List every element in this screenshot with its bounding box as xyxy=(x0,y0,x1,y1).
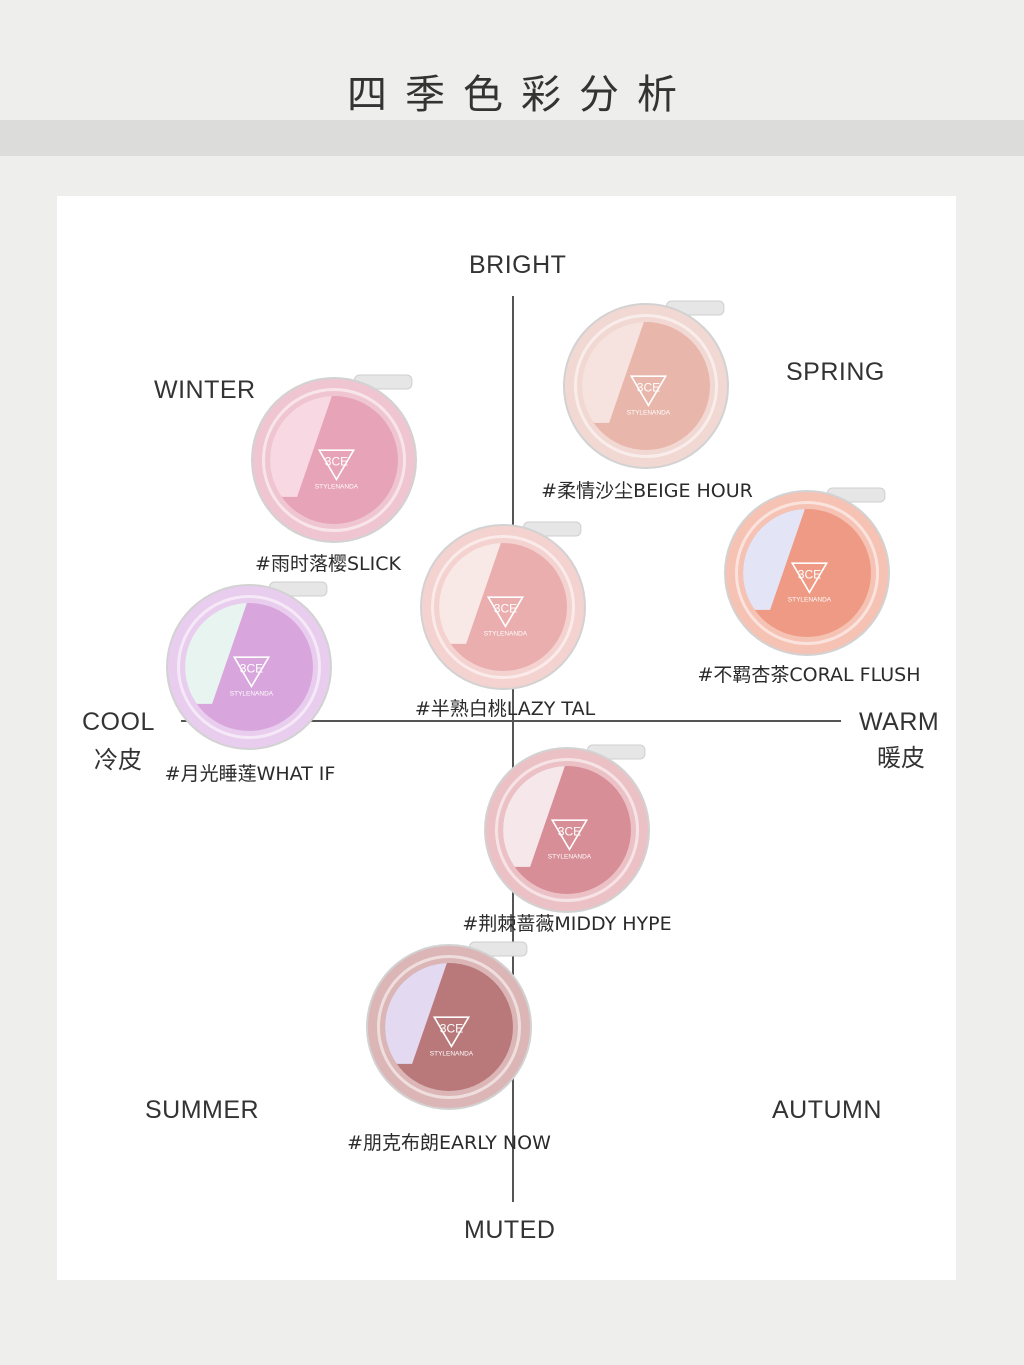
brand-mark-icon: 3CE xyxy=(637,381,660,395)
brand-mark-icon: 3CE xyxy=(558,825,581,839)
header: 四季色彩分析 xyxy=(0,0,1024,120)
brand-name-text: STYLENANDA xyxy=(788,597,832,604)
product-caption: #荆棘蔷薇MIDDY HYPE xyxy=(462,913,672,935)
brand-mark-icon: 3CE xyxy=(494,602,517,616)
product-caption: #不羁杏茶CORAL FLUSH xyxy=(697,664,921,686)
season-label-autumn: AUTUMN xyxy=(772,1096,882,1124)
brand-name-text: STYLENANDA xyxy=(315,484,359,491)
axis-label-cool: COOL xyxy=(82,708,155,736)
axis-label-warm-cn: 暖皮 xyxy=(877,744,925,772)
brand-name-text: STYLENANDA xyxy=(484,631,528,638)
blush-compact-image: 3CE STYLENANDA xyxy=(366,941,532,1110)
blush-compact-image: 3CE STYLENANDA xyxy=(484,744,650,913)
product-caption: #朋克布朗EARLY NOW xyxy=(347,1132,551,1154)
product-caption: #月光睡莲WHAT IF xyxy=(164,763,336,785)
season-label-summer: SUMMER xyxy=(145,1096,260,1124)
axis-label-muted: MUTED xyxy=(464,1216,556,1244)
season-label-winter: WINTER xyxy=(154,376,256,404)
brand-name-text: STYLENANDA xyxy=(627,410,671,417)
product-caption: #柔情沙尘BEIGE HOUR xyxy=(541,480,753,502)
blush-compact-image: 3CE STYLENANDA xyxy=(251,374,417,543)
blush-compact-image: 3CE STYLENANDA xyxy=(420,521,586,690)
axis-label-cool-cn: 冷皮 xyxy=(94,746,142,774)
brand-name-text: STYLENANDA xyxy=(548,854,592,861)
axis-label-warm: WARM xyxy=(859,708,940,736)
axis-label-bright: BRIGHT xyxy=(469,251,567,279)
brand-mark-icon: 3CE xyxy=(440,1022,463,1036)
brand-name-text: STYLENANDA xyxy=(430,1051,474,1058)
brand-mark-icon: 3CE xyxy=(325,455,348,469)
product-caption: #半熟白桃LAZY TAL xyxy=(414,698,596,720)
horizontal-axis-cool-warm xyxy=(181,720,841,722)
brand-name-text: STYLENANDA xyxy=(230,691,274,698)
vertical-axis-bright-muted xyxy=(512,296,514,1202)
blush-compact-image: 3CE STYLENANDA xyxy=(166,581,332,750)
brand-mark-icon: 3CE xyxy=(240,662,263,676)
brand-mark-icon: 3CE xyxy=(798,568,821,582)
header-divider-band xyxy=(0,120,1024,156)
season-label-spring: SPRING xyxy=(786,358,885,386)
blush-compact-image: 3CE STYLENANDA xyxy=(724,487,890,656)
color-analysis-chart: BRIGHT MUTED COOL 冷皮 WARM 暖皮 WINTER SPRI… xyxy=(57,196,956,1280)
blush-compact-image: 3CE STYLENANDA xyxy=(563,300,729,469)
product-caption: #雨时落樱SLICK xyxy=(255,553,401,575)
page-title: 四季色彩分析 xyxy=(347,72,695,118)
